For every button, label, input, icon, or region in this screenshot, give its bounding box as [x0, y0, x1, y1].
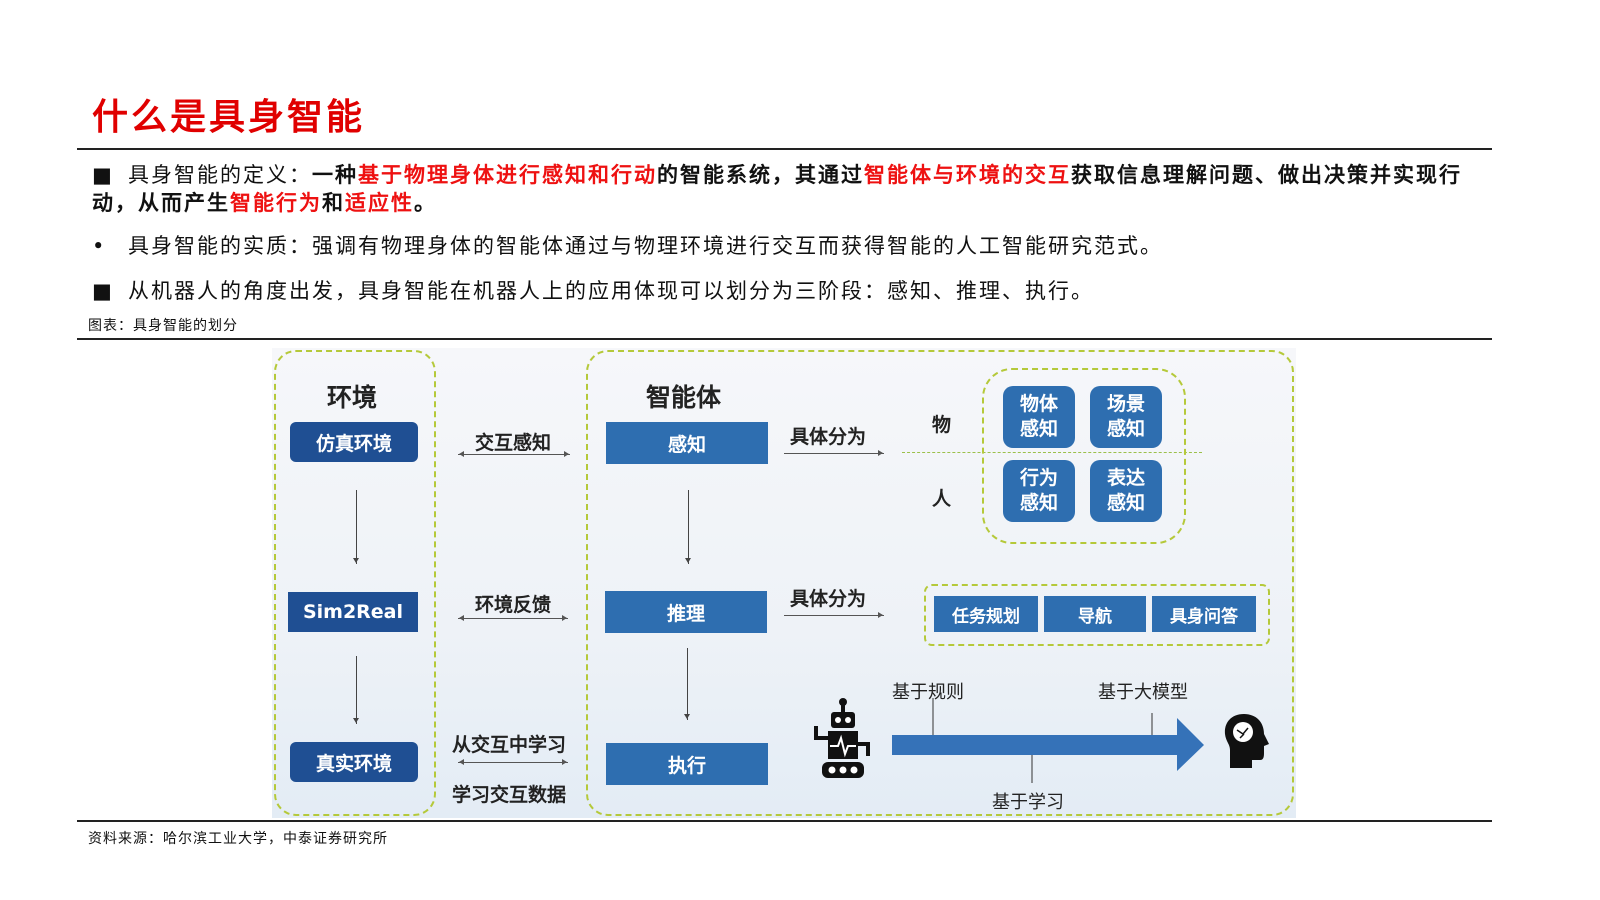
scene-perception-box: 场景 感知: [1090, 386, 1162, 448]
perception-group: [982, 368, 1186, 544]
reasoning-box: 推理: [605, 591, 767, 633]
agent-title: 智能体: [646, 383, 722, 412]
timeline-llm-based: 基于大模型: [1098, 682, 1188, 703]
bullet-stages: ■从机器人的角度出发，具身智能在机器人上的应用体现可以划分为三阶段：感知、推理、…: [92, 279, 1094, 303]
task-planning-box: 任务规划: [934, 596, 1038, 632]
reasoning-group: [924, 584, 1270, 646]
arrow-bidirectional: [458, 759, 568, 765]
real-env-box: 真实环境: [290, 742, 418, 782]
timeline-arrow: [892, 698, 1204, 783]
execution-box: 执行: [606, 743, 768, 785]
behavior-perception-box: 行为 感知: [1003, 460, 1075, 522]
label-interact-perceive: 交互感知: [475, 432, 552, 454]
perception-box: 感知: [606, 422, 768, 464]
split-label: 具体分为: [790, 588, 867, 610]
arrow-bidirectional: [458, 615, 568, 621]
label-learn-from-interaction: 从交互中学习: [452, 734, 567, 756]
split-label: 具体分为: [790, 426, 867, 448]
arrow-down: [353, 656, 359, 724]
page-title: 什么是具身智能: [92, 96, 366, 138]
robot-icon: [814, 698, 870, 778]
agent-group: [586, 350, 1294, 816]
sim2real-box: Sim2Real: [288, 592, 418, 632]
divider: [902, 452, 1202, 453]
divider: [77, 820, 1492, 822]
arrow-down: [684, 648, 690, 720]
label-learn-data: 学习交互数据: [452, 784, 567, 806]
brain-head-icon: [1224, 714, 1269, 768]
arrow-right: [784, 450, 884, 456]
bullet-definition: ■具身智能的定义：一种基于物理身体进行感知和行动的智能系统，其通过智能体与环境的…: [92, 162, 1462, 215]
divider: [77, 148, 1492, 150]
embodied-ai-diagram: 环境 仿真环境 Sim2Real 真实环境 交互感知 环境反馈 从交互中学习 学…: [272, 348, 1296, 818]
figure-caption: 图表：具身智能的划分: [88, 318, 238, 334]
divider: [77, 338, 1492, 340]
source-note: 资料来源：哈尔滨工业大学，中泰证券研究所: [88, 831, 388, 847]
arrow-right: [784, 612, 884, 618]
env-group: [274, 350, 436, 816]
label-person: 人: [932, 488, 952, 510]
sim-env-box: 仿真环境: [290, 422, 418, 462]
timeline-learning-based: 基于学习: [992, 792, 1064, 813]
arrow-down: [353, 490, 359, 564]
timeline-rule-based: 基于规则: [892, 682, 964, 703]
embodied-qa-box: 具身问答: [1152, 596, 1256, 632]
navigation-box: 导航: [1044, 596, 1146, 632]
object-perception-box: 物体 感知: [1003, 386, 1075, 448]
bullet-essence: •具身智能的实质：强调有物理身体的智能体通过与物理环境进行交互而获得智能的人工智…: [92, 234, 1163, 258]
env-title: 环境: [327, 383, 378, 412]
label-env-feedback: 环境反馈: [475, 594, 552, 616]
expression-perception-box: 表达 感知: [1090, 460, 1162, 522]
label-thing: 物: [932, 414, 952, 436]
arrow-down: [685, 490, 691, 564]
arrow-bidirectional: [458, 451, 570, 457]
